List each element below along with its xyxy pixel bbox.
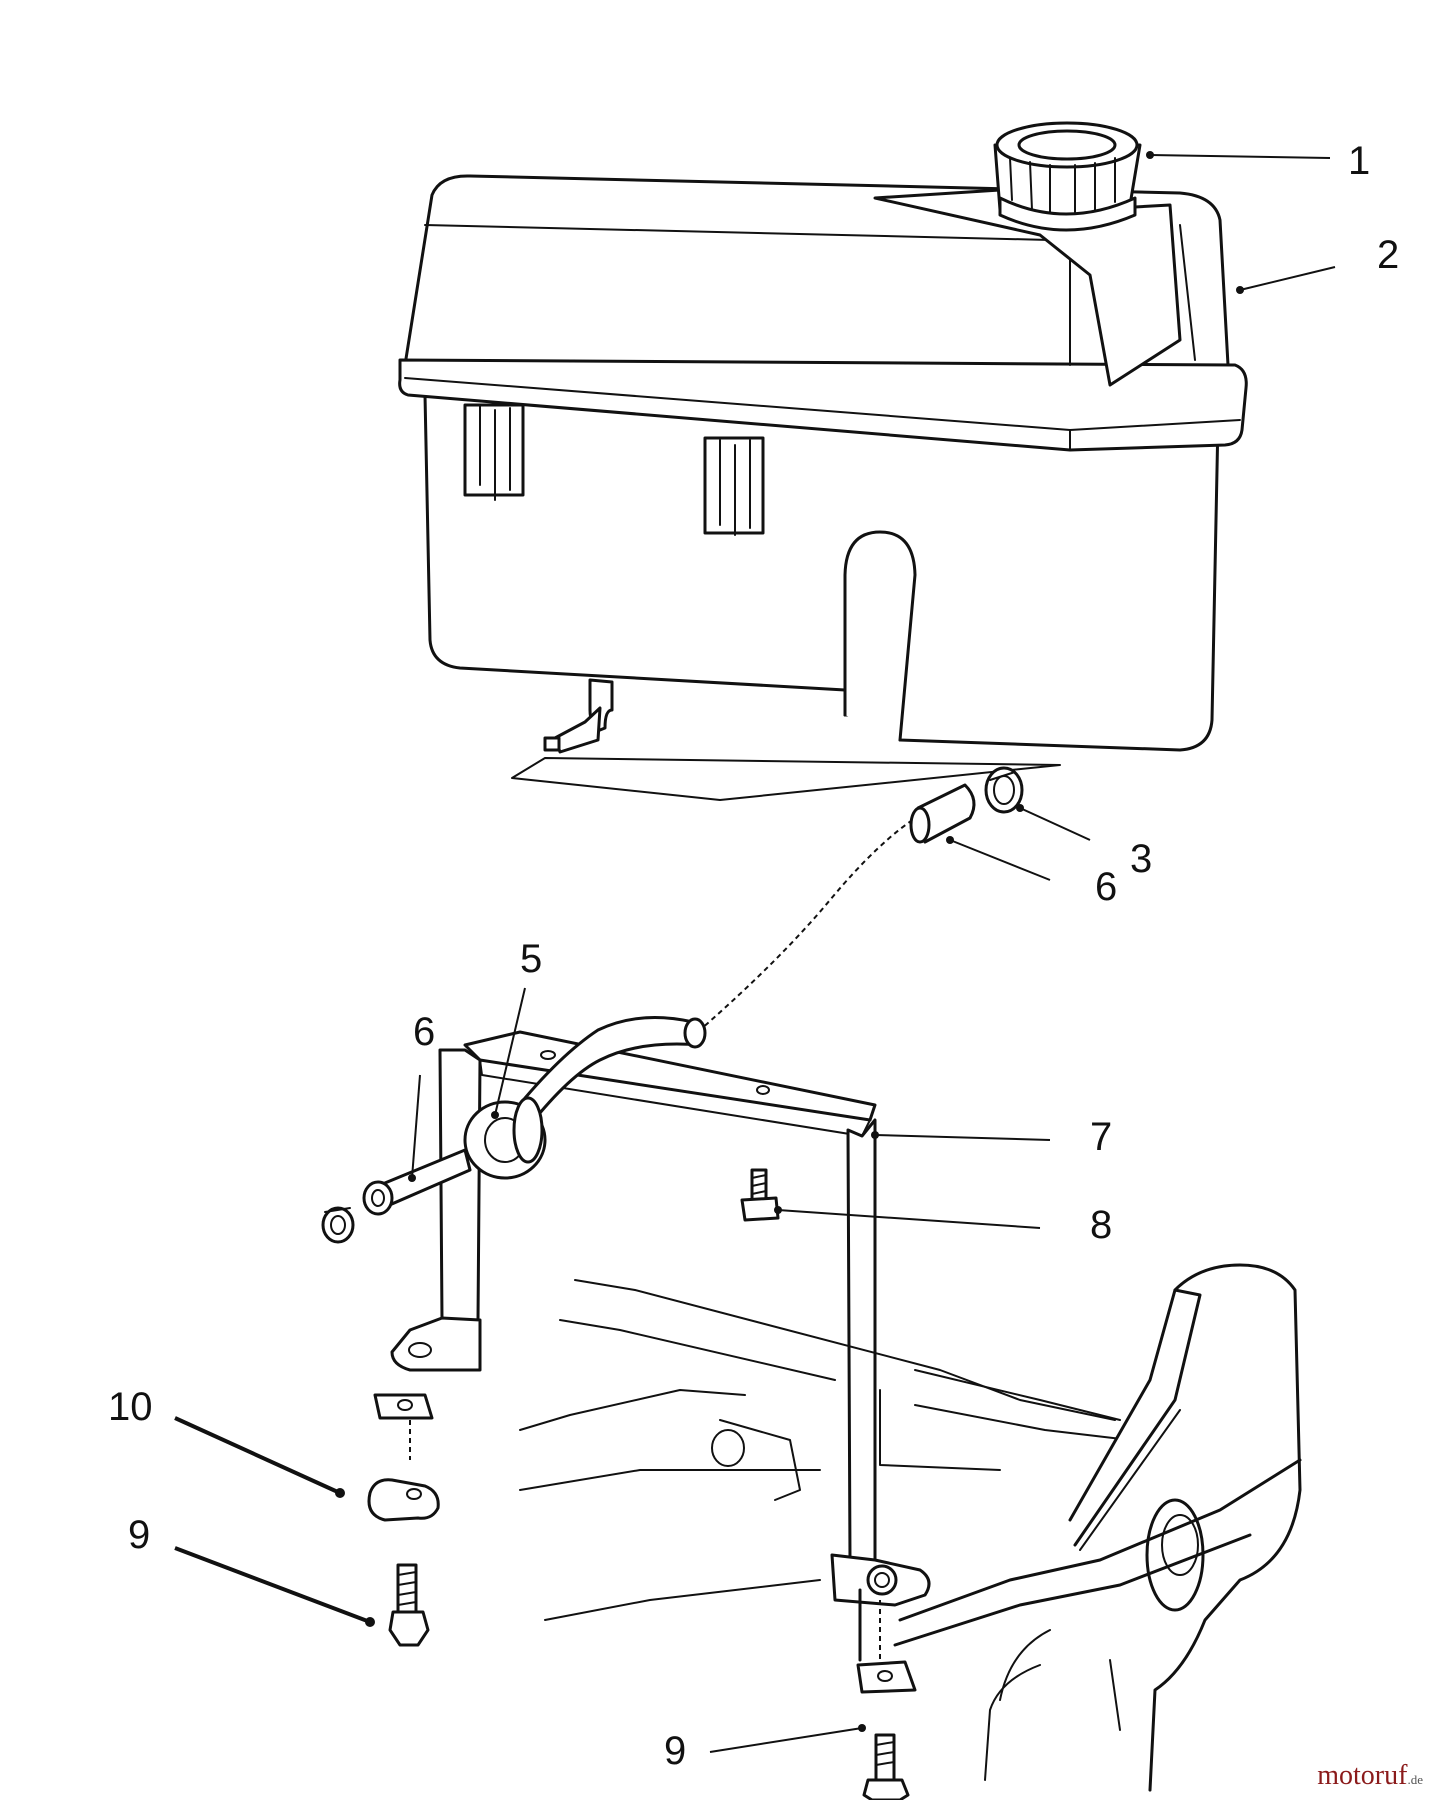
leader-3-dot <box>1016 804 1024 812</box>
leader-6a-dot <box>946 836 954 844</box>
leader-2 <box>1239 266 1336 291</box>
callout-8: 8 <box>1090 1203 1112 1247</box>
callout-6-lower: 6 <box>413 1010 435 1054</box>
nut-plate-right <box>856 1588 917 1694</box>
leader-7 <box>874 1134 1051 1141</box>
tank-clip-right <box>703 436 765 536</box>
callout-1: 1 <box>1348 139 1370 183</box>
leader-10 <box>174 1416 341 1495</box>
tank-clip-left <box>463 403 525 501</box>
callout-3: 3 <box>1130 837 1152 881</box>
routing-outline <box>511 757 1061 801</box>
leader-5-dot <box>491 1111 499 1119</box>
bolt-right <box>862 1733 910 1800</box>
callout-2: 2 <box>1377 233 1399 277</box>
leader-8 <box>777 1209 1041 1229</box>
leader-6b-dot <box>408 1174 416 1182</box>
leader-9a-dot <box>365 1617 375 1627</box>
callout-numbers: 1 2 3 6 5 6 7 8 10 9 9 <box>108 139 1399 1773</box>
callout-5: 5 <box>520 937 542 981</box>
leader-8-dot <box>774 1206 782 1214</box>
leader-10-dot <box>335 1488 345 1498</box>
callout-10: 10 <box>108 1385 153 1429</box>
tank-outlet-fitting <box>543 678 614 754</box>
leader-6a <box>949 839 1051 881</box>
hose-clamp-upper <box>984 766 1024 814</box>
leader-3 <box>1019 807 1091 841</box>
callout-9-bottom: 9 <box>664 1729 686 1773</box>
callout-7: 7 <box>1090 1115 1112 1159</box>
fuel-cap <box>993 121 1142 232</box>
fuel-tank <box>398 174 1248 754</box>
watermark-logo: motoruf.de <box>1317 1760 1423 1792</box>
inline-fuel-filter <box>362 1016 707 1216</box>
leader-9b <box>709 1727 863 1753</box>
bolt-left <box>388 1563 430 1647</box>
leader-7-dot <box>871 1131 879 1139</box>
hose-segment <box>909 783 976 844</box>
fuel-line <box>699 766 1024 1031</box>
leader-1 <box>1149 154 1331 159</box>
watermark-suffix: .de <box>1407 1772 1423 1787</box>
mower-frame <box>519 1263 1302 1792</box>
bracket-bolt <box>740 1168 780 1222</box>
leader-2-dot <box>1236 286 1244 294</box>
leader-6b <box>411 1074 421 1179</box>
leader-5 <box>494 987 526 1116</box>
nut-plate-left <box>373 1393 434 1460</box>
callout-6-upper: 6 <box>1095 865 1117 909</box>
watermark-text: motoruf <box>1317 1760 1408 1791</box>
clip-nut <box>367 1478 440 1522</box>
leader-9b-dot <box>858 1724 866 1732</box>
leader-9a <box>174 1546 371 1624</box>
callout-9-left: 9 <box>128 1513 150 1557</box>
leader-1-dot <box>1146 151 1154 159</box>
callout-leaders <box>174 151 1336 1753</box>
hose-clamp-lower <box>321 1206 355 1244</box>
